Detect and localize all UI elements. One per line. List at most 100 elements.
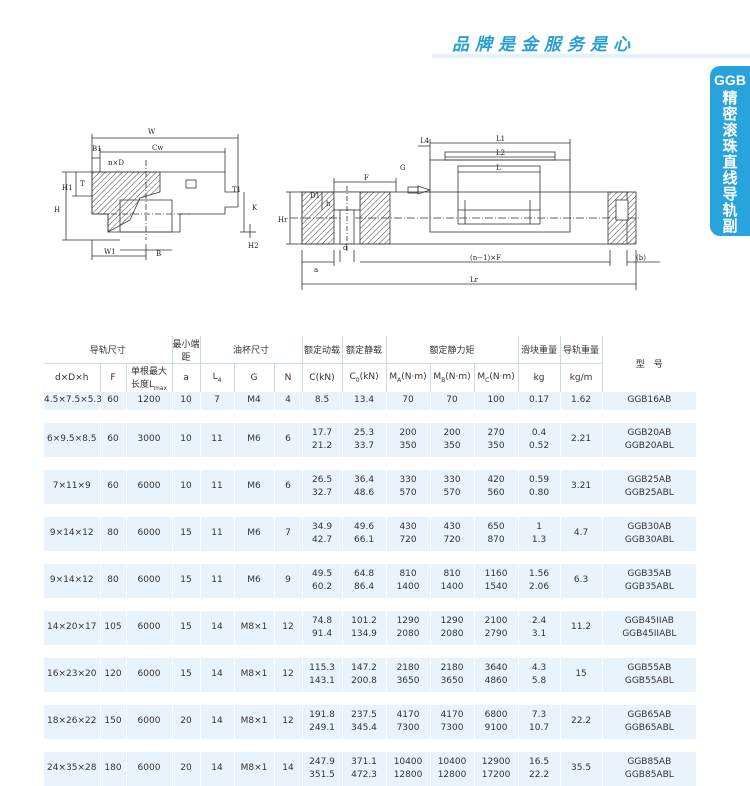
cell-C-line: 74.8 (312, 615, 333, 626)
cell-model-line: GGB25AB (627, 474, 672, 485)
row-spacer (44, 738, 697, 752)
label-H: H (54, 206, 60, 214)
header-Lmax: 单根最大长度Lmax (126, 362, 173, 392)
cell-G: M8×1 (234, 751, 275, 786)
cell-C-line: 26.5 (312, 474, 333, 485)
cell-MC-line: 100 (487, 395, 505, 406)
cell-dDh: 18×26×22 (44, 704, 101, 739)
cell-model-line: GGB35ABL (624, 581, 674, 592)
cell-model-line: GGB45IIAB (624, 615, 674, 626)
cell-G: M4 (234, 391, 275, 410)
cell-N: 6 (274, 469, 303, 504)
cell-MA-line: 2080 (396, 628, 420, 639)
cell-kg-line: 1.3 (531, 534, 547, 545)
cell-kg-line: 2.4 (531, 615, 547, 626)
cell-C-line: 191.8 (309, 709, 335, 720)
header-C: C(kN) (302, 362, 343, 392)
cell-dDh: 7×11×9 (44, 469, 101, 504)
label-H2: H2 (248, 242, 259, 250)
cross-section-labels: W Cw B1 n×D H1 T T1 H K H2 W1 B (54, 128, 259, 258)
cell-kg-line: 10.7 (529, 722, 550, 733)
cell-G: M6 (234, 422, 275, 457)
cell-kg-line: 0.4 (531, 427, 547, 438)
cell-model-line: GGB55AB (627, 662, 672, 673)
cell-Lmax: 3000 (126, 422, 173, 457)
cell-L4: 7 (200, 391, 235, 410)
cell-MC-line: 420 (487, 474, 505, 485)
cross-section-view (62, 134, 256, 260)
cell-F: 60 (100, 469, 127, 504)
cell-MC-line: 6800 (484, 709, 508, 720)
cell-MB-line: 350 (443, 440, 461, 451)
cell-MA-line: 10400 (393, 756, 423, 767)
label-W: W (148, 128, 156, 136)
cell-MC-line: 270 (487, 427, 505, 438)
cell-kg-line: 7.3 (531, 709, 547, 720)
label-b: (b) (636, 254, 646, 262)
cell-N: 12 (274, 657, 303, 692)
label-K: K (252, 204, 258, 212)
header-dynamic-load: 额定动载 (302, 336, 343, 364)
label-G: G (400, 164, 406, 172)
cell-G: M8×1 (234, 657, 275, 692)
cell-model: GGB16AB (602, 391, 697, 410)
label-L: L (496, 164, 501, 172)
cell-kg-line: 4.3 (531, 662, 547, 673)
cell-MA-line: 430 (399, 521, 417, 532)
spec-table: 导轨尺寸 最小端距 油杯尺寸 额定动载 额定静载 额定静力矩 滑块重量 导轨重量… (44, 336, 697, 786)
section-side-tab[interactable]: GGB 精密滚珠直线导轨副 (710, 66, 750, 236)
header-static-load: 额定静载 (342, 336, 387, 364)
cell-kg-line: 22.2 (529, 769, 550, 780)
cell-MC-line: 17200 (481, 769, 511, 780)
cell-Lmax: 1200 (126, 391, 173, 410)
cell-N: 14 (274, 751, 303, 786)
cell-G: M6 (234, 563, 275, 598)
cell-F: 105 (100, 610, 127, 645)
cell-dDh: 9×14×12 (44, 563, 101, 598)
cell-MB-line: 2080 (440, 628, 464, 639)
cell-Lmax: 6000 (126, 657, 173, 692)
header-N: N (274, 362, 303, 392)
header-nipple-size: 油杯尺寸 (200, 336, 303, 364)
row-spacer-cell (44, 644, 697, 658)
header-MB: MB(N·m) (430, 362, 475, 392)
cell-MA-line: 4170 (396, 709, 420, 720)
cell-MB-line: 1400 (440, 581, 464, 592)
cell-MA-line: 2180 (396, 662, 420, 673)
cell-a: 10 (172, 469, 201, 504)
cell-MC-line: 870 (487, 534, 505, 545)
cell-C0: 13.4 (342, 391, 387, 410)
cell-MC-line: 350 (487, 440, 505, 451)
cell-a: 15 (172, 657, 201, 692)
cell-model-line: GGB45IIABL (622, 628, 677, 639)
cell-kg-line: 5.8 (531, 675, 547, 686)
cell-kgm: 2.21 (560, 422, 603, 457)
cell-dDh: 14×20×17 (44, 610, 101, 645)
cell-MC-line: 650 (487, 521, 505, 532)
cell-N: 9 (274, 563, 303, 598)
cell-dDh: 4.5×7.5×5.3 (44, 391, 102, 410)
cell-C-line: 249.1 (309, 722, 335, 733)
cell-F: 180 (100, 751, 127, 786)
row-spacer-cell (44, 597, 697, 611)
cell-L4: 14 (200, 704, 235, 739)
cell-MC-line: 2790 (484, 628, 508, 639)
header-kg: kg (518, 362, 561, 392)
header-model: 型 号 (602, 336, 697, 392)
